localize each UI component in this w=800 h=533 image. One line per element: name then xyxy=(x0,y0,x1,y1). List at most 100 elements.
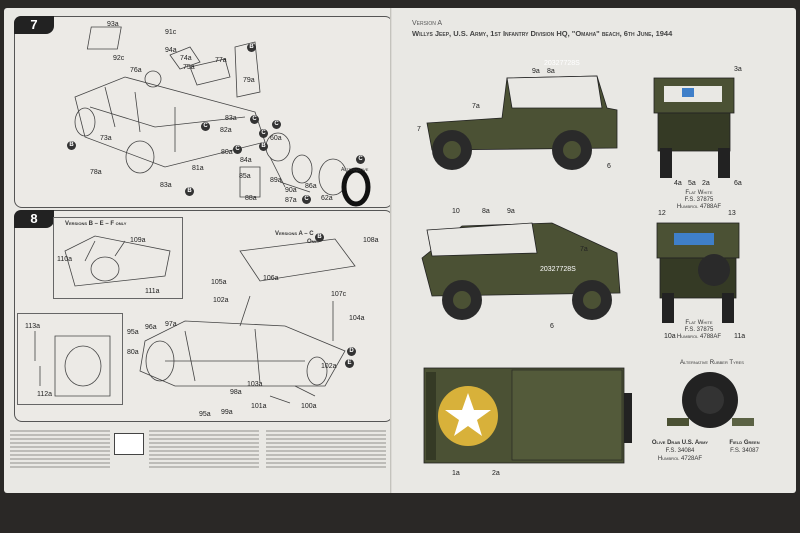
part-label: 73a xyxy=(100,135,112,142)
step-8-drawing xyxy=(34,235,356,404)
part-label: 110a xyxy=(57,256,73,263)
part-label: 81a xyxy=(192,165,204,172)
callout-b: B xyxy=(185,187,194,196)
vehicle-profiles xyxy=(421,75,754,464)
decal-number: 7a xyxy=(472,103,480,110)
fs-code: F.S. 37875 xyxy=(684,197,714,203)
decal-number: 8a xyxy=(482,208,490,215)
callout-d: D xyxy=(347,347,356,356)
part-label: 103a xyxy=(247,381,263,388)
decal-number: 12 xyxy=(658,210,666,217)
glue-icon xyxy=(114,433,144,455)
part-label: 78a xyxy=(90,169,102,176)
fs-code: F.S. 37875 xyxy=(684,327,714,333)
part-label: 101a xyxy=(251,403,267,410)
decal-number: 4a xyxy=(674,180,682,187)
instruction-text xyxy=(266,428,386,488)
part-label: 75a xyxy=(183,64,195,71)
part-label: 82a xyxy=(220,127,232,134)
callout-c: C xyxy=(302,195,311,204)
part-label: 93a xyxy=(107,21,119,28)
part-label: 91c xyxy=(165,29,177,36)
callout-c: C xyxy=(272,120,281,129)
part-label: 102a xyxy=(321,363,337,370)
part-label: 80a xyxy=(127,349,139,356)
versions-ac-label: Versions A – C xyxy=(275,231,314,237)
part-label: 96a xyxy=(145,324,157,331)
callout-c: C xyxy=(356,155,365,164)
decal-number: 7a xyxy=(580,246,588,253)
part-label: 74a xyxy=(180,55,192,62)
part-label: 94a xyxy=(165,47,177,54)
left-page: 7 xyxy=(4,8,393,493)
decal-number: 7 xyxy=(417,126,421,133)
humbrol-code: Humbrol 4728AF xyxy=(657,456,703,462)
serial-number: 20327728S xyxy=(540,266,576,273)
part-label: 80a xyxy=(221,149,233,156)
decal-number: 8a xyxy=(547,68,555,75)
callout-e: E xyxy=(345,359,354,368)
part-label: 98a xyxy=(230,389,242,396)
flat-white-label: Flat White xyxy=(685,320,713,326)
part-label: 95a xyxy=(127,329,139,336)
version-title: Version A xyxy=(412,20,443,27)
decal-number: 10 xyxy=(452,208,460,215)
part-label: 108a xyxy=(363,237,379,244)
part-label: 107c xyxy=(331,291,347,298)
decal-number: 10a xyxy=(664,333,676,340)
callout-c: C xyxy=(201,122,210,131)
decal-number: 9a xyxy=(532,68,540,75)
part-label: 86a xyxy=(305,183,317,190)
olive-drab-label: Olive Drab U.S. Army xyxy=(651,440,709,446)
decal-number: 6 xyxy=(607,163,611,170)
fs-code: F.S. 34084 xyxy=(665,448,695,454)
part-label: 100a xyxy=(301,403,317,410)
part-label: 84a xyxy=(240,157,252,164)
flat-white-label: Flat White xyxy=(685,190,713,196)
decal-number: 9a xyxy=(507,208,515,215)
part-label: 83a xyxy=(225,115,237,122)
step-8-panel: 8 xyxy=(14,210,393,422)
alternative-label: Alternative xyxy=(341,167,369,173)
part-label: 102a xyxy=(213,297,229,304)
versions-bef-label: Versions B – E – F only xyxy=(65,221,127,227)
field-green-label: Field Green xyxy=(729,440,760,446)
callout-b: B xyxy=(315,233,324,242)
callout-b: B xyxy=(67,141,76,150)
part-label: 111a xyxy=(145,288,160,295)
callout-c: C xyxy=(259,129,268,138)
part-label: 106a xyxy=(263,275,279,282)
decal-number: 11a xyxy=(734,333,746,340)
part-label: 95a xyxy=(199,411,211,418)
part-label: 83a xyxy=(160,182,172,189)
part-label: 87a xyxy=(285,197,297,204)
part-label: 112a xyxy=(37,391,53,398)
only-label: Only xyxy=(307,239,320,245)
inset-antenna xyxy=(17,313,123,405)
humbrol-code: Humbrol 4788AF xyxy=(676,204,722,210)
part-label: 88a xyxy=(245,195,257,202)
part-label: 97a xyxy=(165,321,177,328)
right-page: Version A Willys Jeep, U.S. Army, 1st In… xyxy=(392,8,796,493)
decal-number: 2a xyxy=(702,180,710,187)
part-label: 79a xyxy=(243,77,255,84)
decal-number: 3a xyxy=(734,66,742,73)
part-label: 104a xyxy=(349,315,365,322)
inset-versions-bef xyxy=(53,217,183,299)
step-7-panel: 7 xyxy=(14,16,393,208)
callout-c: C xyxy=(233,145,242,154)
part-label: 76a xyxy=(130,67,142,74)
decal-number: 6a xyxy=(734,180,742,187)
part-label: 113a xyxy=(25,323,41,330)
step-7-drawing xyxy=(74,26,371,207)
decal-number: 1a xyxy=(452,470,460,477)
callout-c: C xyxy=(250,115,259,124)
version-subtitle: Willys Jeep, U.S. Army, 1st Infantry Div… xyxy=(412,29,673,38)
humbrol-code: Humbrol 4788AF xyxy=(676,334,722,340)
decal-number: 5a xyxy=(688,180,696,187)
part-label: 60a xyxy=(270,135,282,142)
part-label: 92c xyxy=(113,55,125,62)
alternative-tyres-label: Alternative Rubber Tyres xyxy=(680,360,744,366)
part-label: 89a xyxy=(270,177,282,184)
